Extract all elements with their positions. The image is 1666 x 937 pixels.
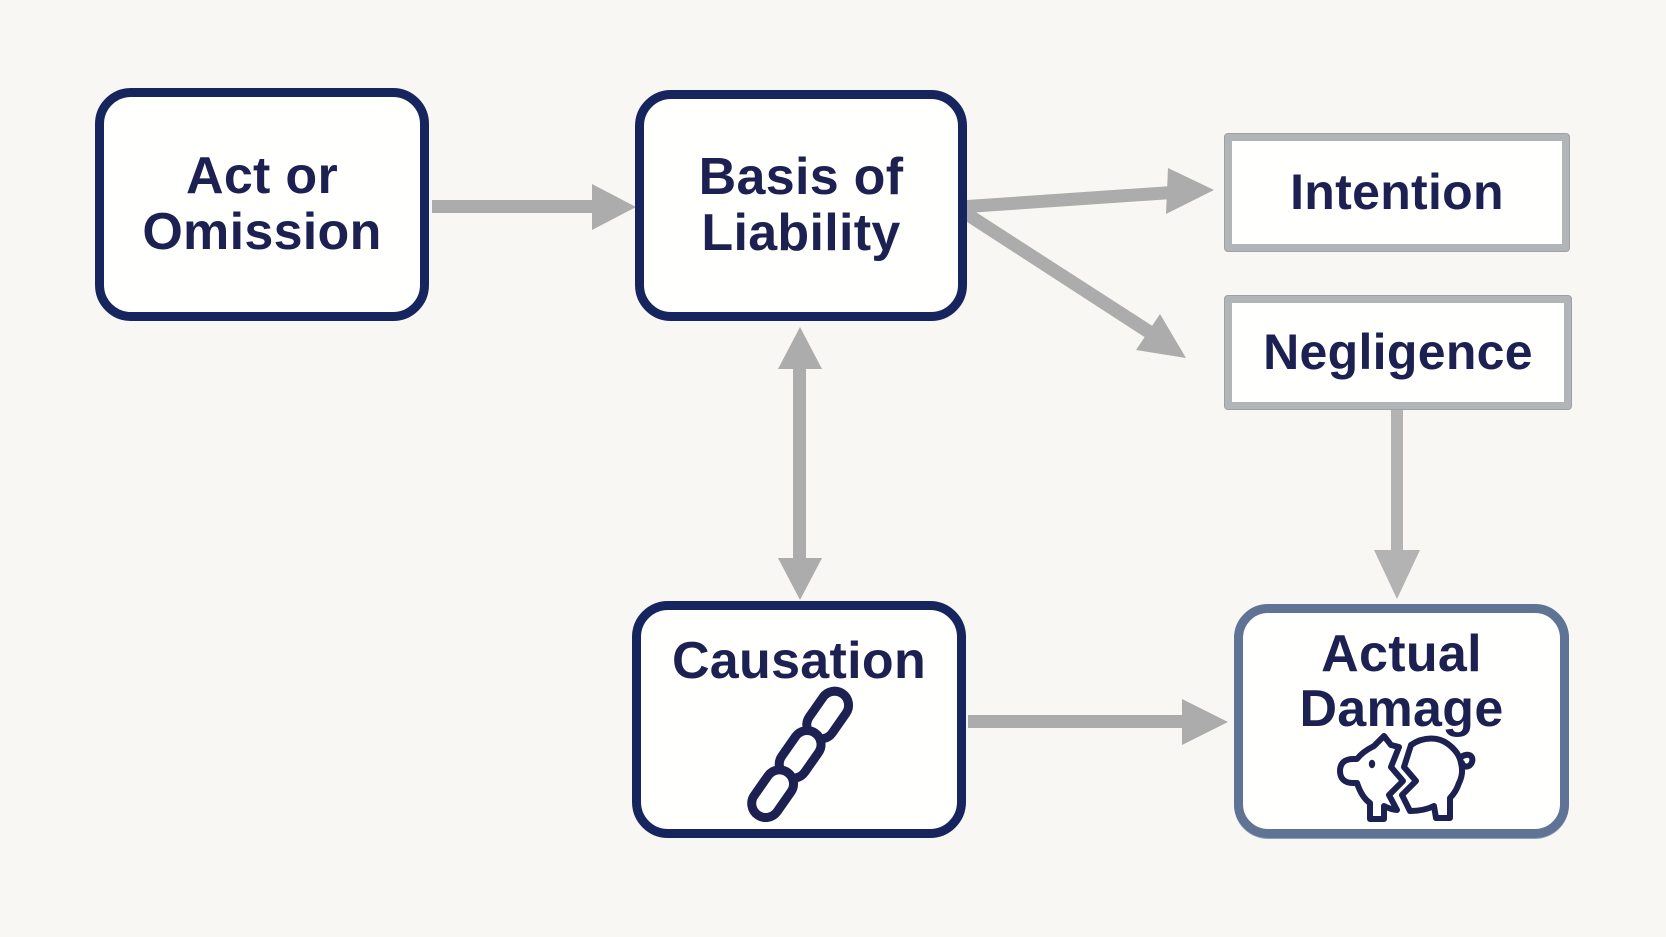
broken-piggy-bank-icon (1336, 733, 1475, 823)
arrow-negligence-to-damage (1374, 409, 1420, 599)
chain-link-icon (747, 686, 854, 823)
arrow-basis-to-negligence (961, 207, 1186, 358)
arrow-act-to-basis (432, 184, 636, 230)
arrow-causation-to-damage (968, 699, 1228, 745)
node-basis-of-liability-label: Basis of Liability (698, 148, 904, 262)
node-intention: Intention (1225, 134, 1569, 251)
node-negligence: Negligence (1225, 296, 1571, 409)
node-actual-damage: Actual Damage (1234, 604, 1569, 838)
arrow-basis-causation-bidirectional (778, 327, 822, 600)
node-basis-of-liability: Basis of Liability (635, 90, 967, 321)
piggy-rear-half (1398, 735, 1465, 822)
node-causation-label: Causation (671, 632, 927, 690)
piggy-eye (1368, 760, 1375, 769)
node-actual-damage-label: Actual Damage (1299, 625, 1504, 739)
piggy-front-half (1336, 733, 1406, 823)
node-negligence-label: Negligence (1263, 324, 1533, 380)
node-act-or-omission-label: Act or Omission (142, 147, 382, 261)
node-act-or-omission: Act or Omission (95, 88, 429, 321)
arrow-basis-to-intention (967, 168, 1214, 214)
node-intention-label: Intention (1290, 164, 1504, 220)
node-causation: Causation (632, 601, 966, 838)
